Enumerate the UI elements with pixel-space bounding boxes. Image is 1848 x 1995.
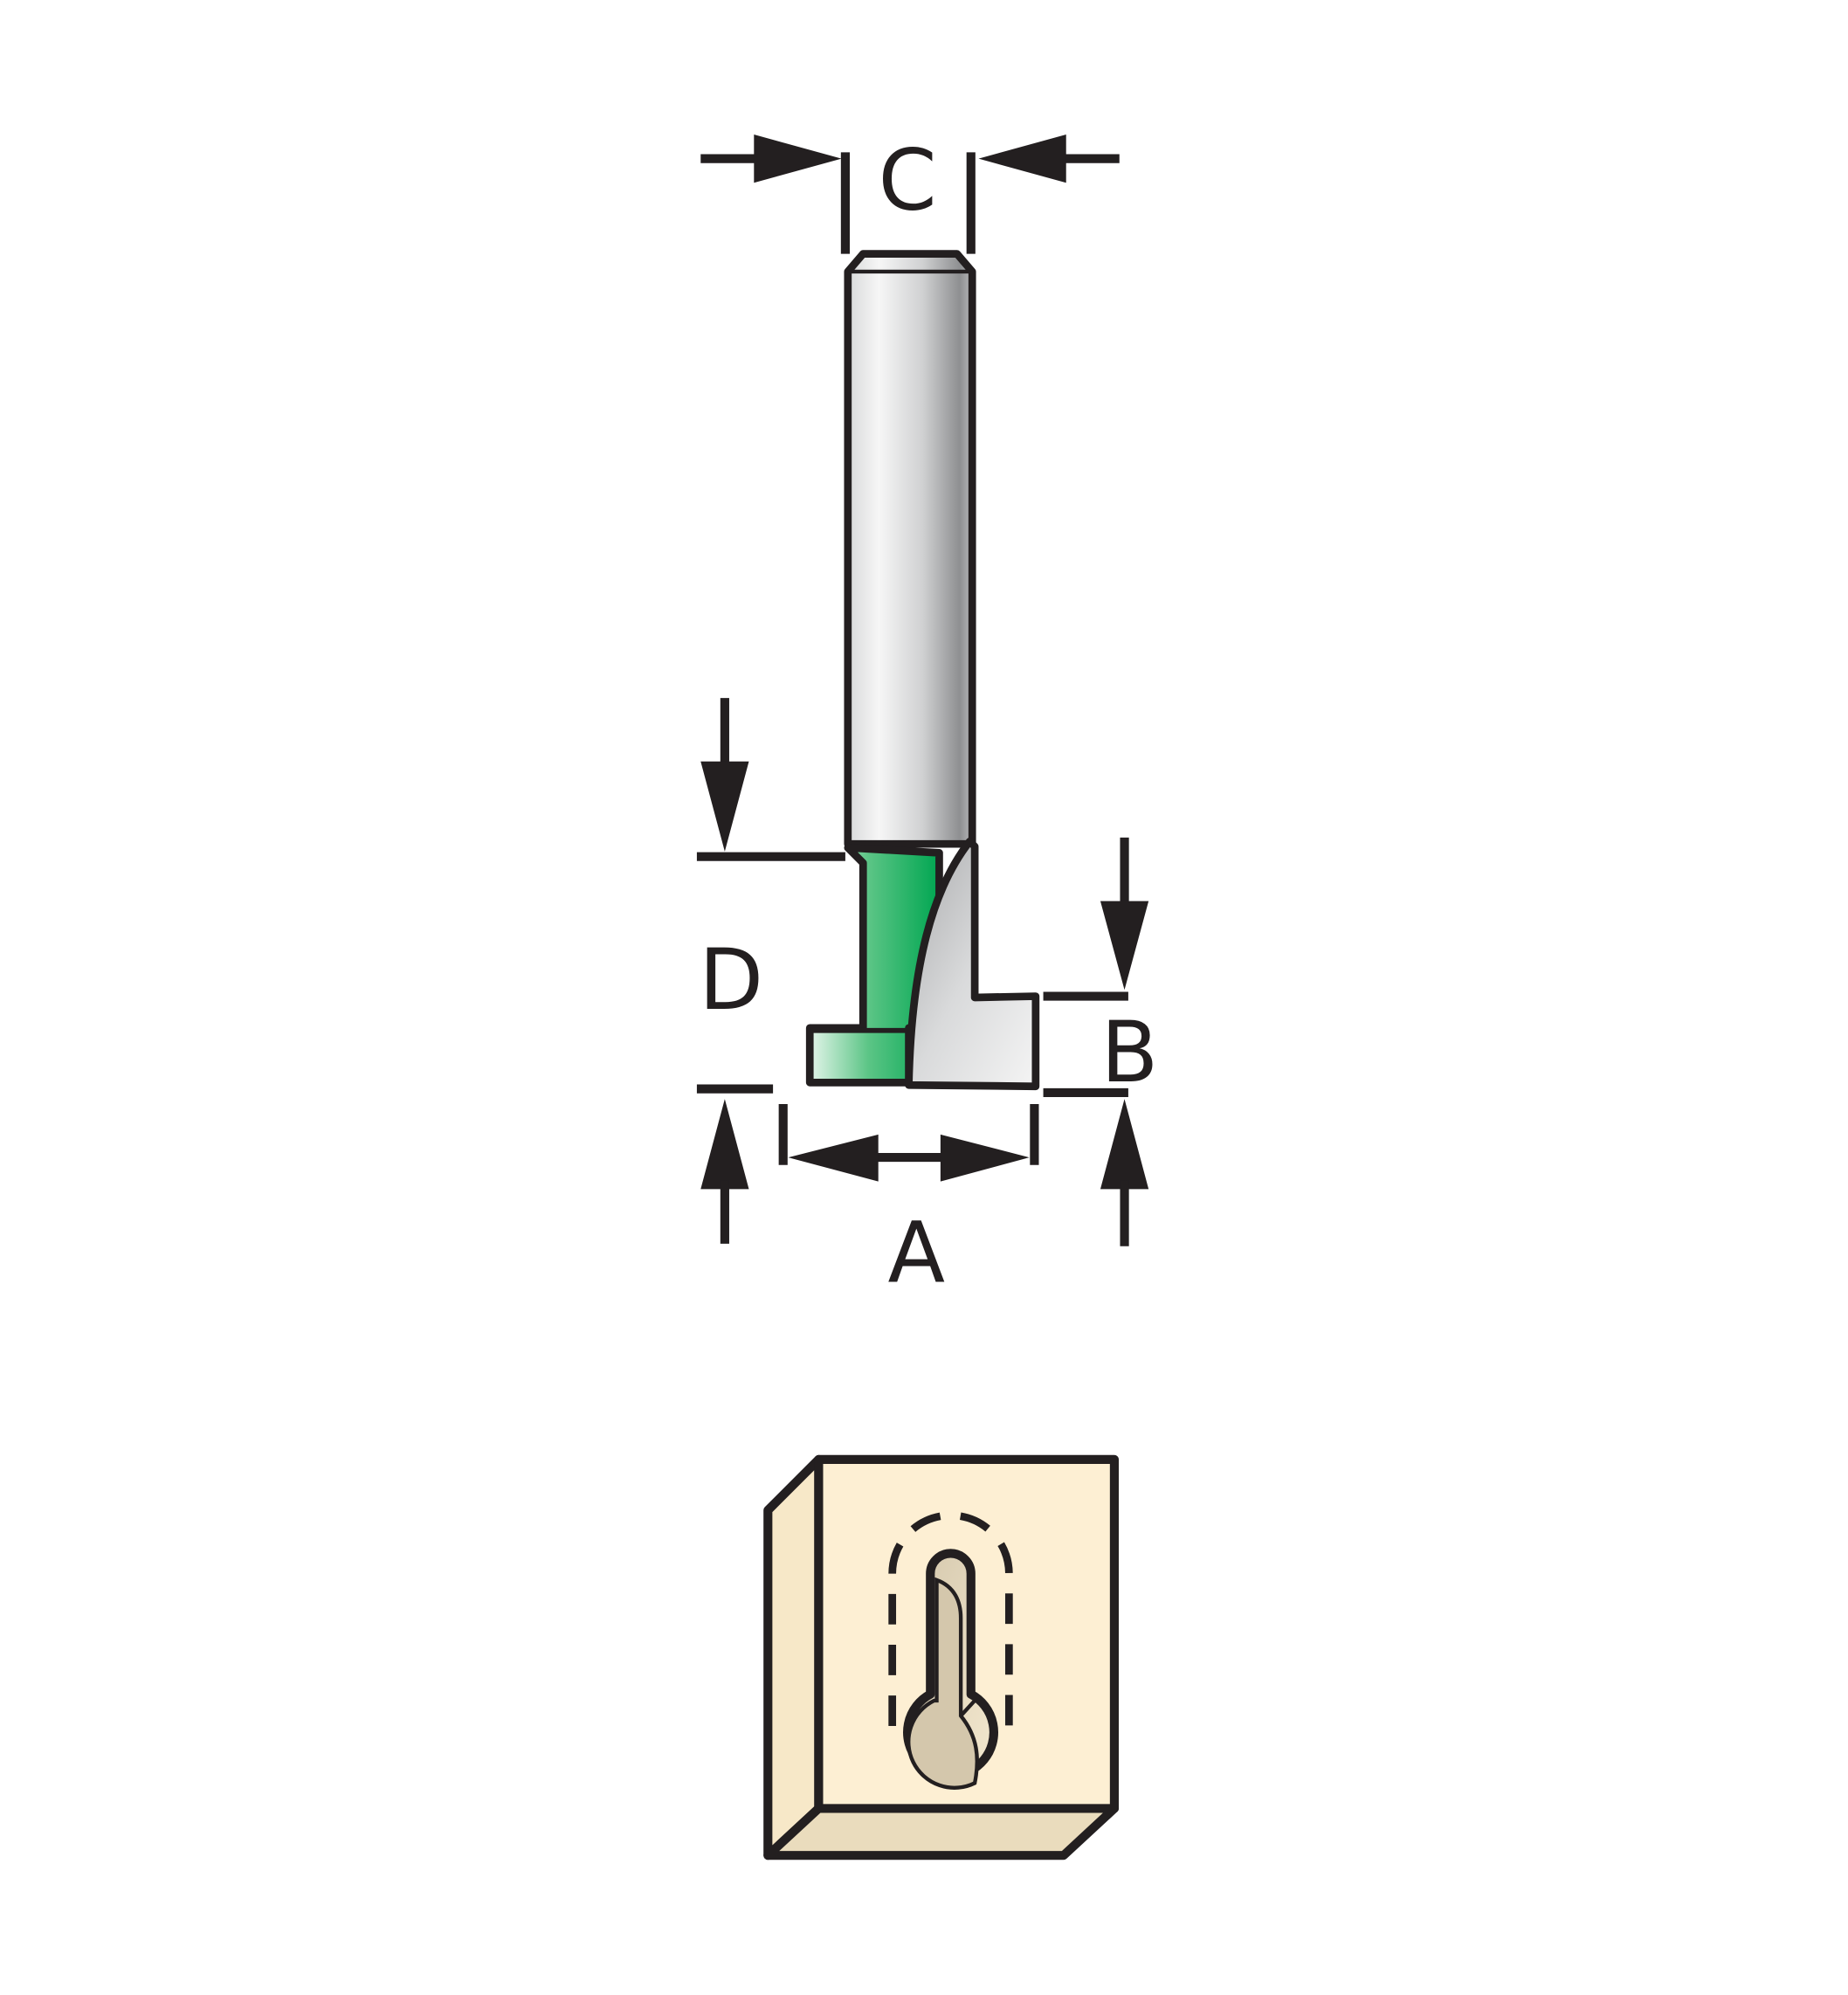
dimension-a: A <box>778 1104 1039 1301</box>
dim-a-label: A <box>887 1204 945 1301</box>
undercut-dashed-outline <box>888 1511 1013 1726</box>
dimension-b: B <box>1043 837 1158 1246</box>
dim-a-right-arrow-icon <box>940 1134 1030 1182</box>
workpiece-block <box>763 1454 1120 1860</box>
dim-d-down-arrow-icon <box>700 761 749 852</box>
dim-c-label: C <box>879 132 937 230</box>
dimension-c: C <box>700 132 1120 254</box>
dim-b-label: B <box>1100 1004 1158 1101</box>
dim-c-left-arrow-icon <box>754 135 842 183</box>
dimension-d: D <box>696 698 845 1244</box>
dim-d-up-arrow-icon <box>700 1099 749 1190</box>
dim-b-down-arrow-icon <box>1100 901 1149 991</box>
dim-a-left-arrow-icon <box>788 1134 879 1182</box>
router-bit-shank <box>844 250 976 848</box>
dim-b-up-arrow-icon <box>1100 1099 1149 1190</box>
router-bit-cutter <box>805 837 1040 1091</box>
cutter-body <box>905 837 1040 1091</box>
dim-d-label: D <box>699 931 763 1029</box>
dim-c-right-arrow-icon <box>978 135 1066 183</box>
